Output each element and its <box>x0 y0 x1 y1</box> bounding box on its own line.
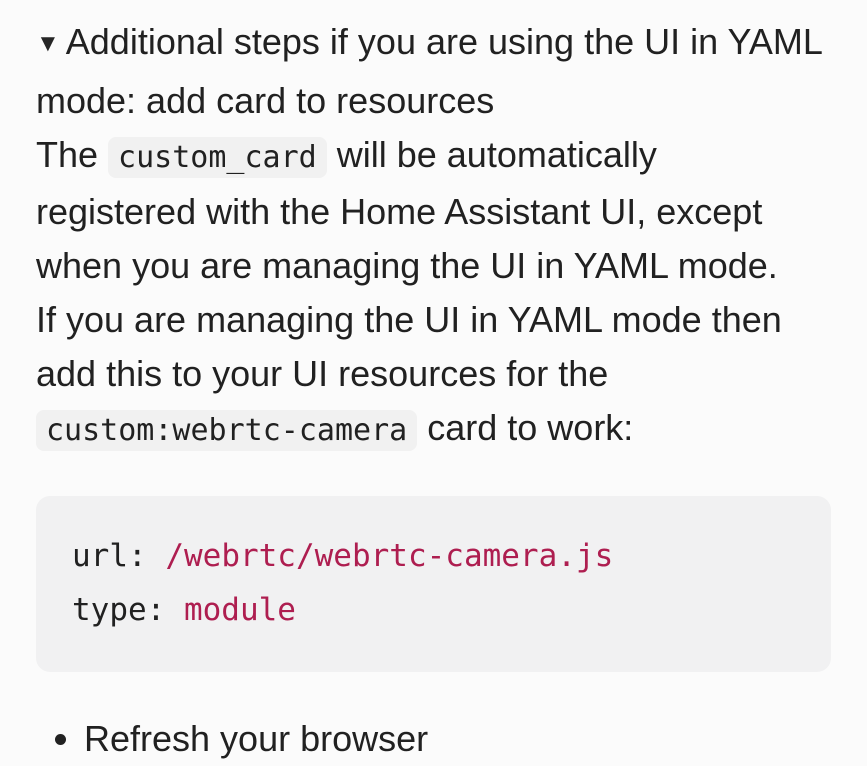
yaml-key: url: <box>72 538 166 574</box>
collapse-triangle-icon: ▼ <box>36 30 60 57</box>
details-summary-text: Additional steps if you are using the UI… <box>36 21 822 121</box>
inline-code: custom_card <box>108 137 327 178</box>
yaml-value: module <box>183 592 296 628</box>
text-run: when you are managing the UI in YAML mod… <box>36 245 778 286</box>
text-run: The <box>36 134 109 175</box>
paragraph: The custom_card will be automatically reg… <box>36 128 831 458</box>
code-content: url: /webrtc/webrtc-camera.js type: modu… <box>72 538 613 628</box>
yaml-value: /webrtc/webrtc-camera.js <box>165 538 614 574</box>
steps-list: Refresh your browser <box>36 712 831 766</box>
text-run: card to work: <box>417 407 634 448</box>
text-run: add this to your UI resources for the <box>36 353 609 394</box>
yaml-key: type: <box>72 592 184 628</box>
code-block: url: /webrtc/webrtc-camera.js type: modu… <box>36 496 831 672</box>
inline-code: custom:webrtc-camera <box>36 410 418 451</box>
text-run: will be automatically <box>326 134 657 175</box>
list-item: Refresh your browser <box>84 712 831 766</box>
details-summary[interactable]: ▼Additional steps if you are using the U… <box>36 15 831 128</box>
text-run: If you are managing the UI in YAML mode … <box>36 299 782 340</box>
text-run: registered with the Home Assistant UI, e… <box>36 191 763 232</box>
details-yaml-mode: ▼Additional steps if you are using the U… <box>36 15 831 766</box>
